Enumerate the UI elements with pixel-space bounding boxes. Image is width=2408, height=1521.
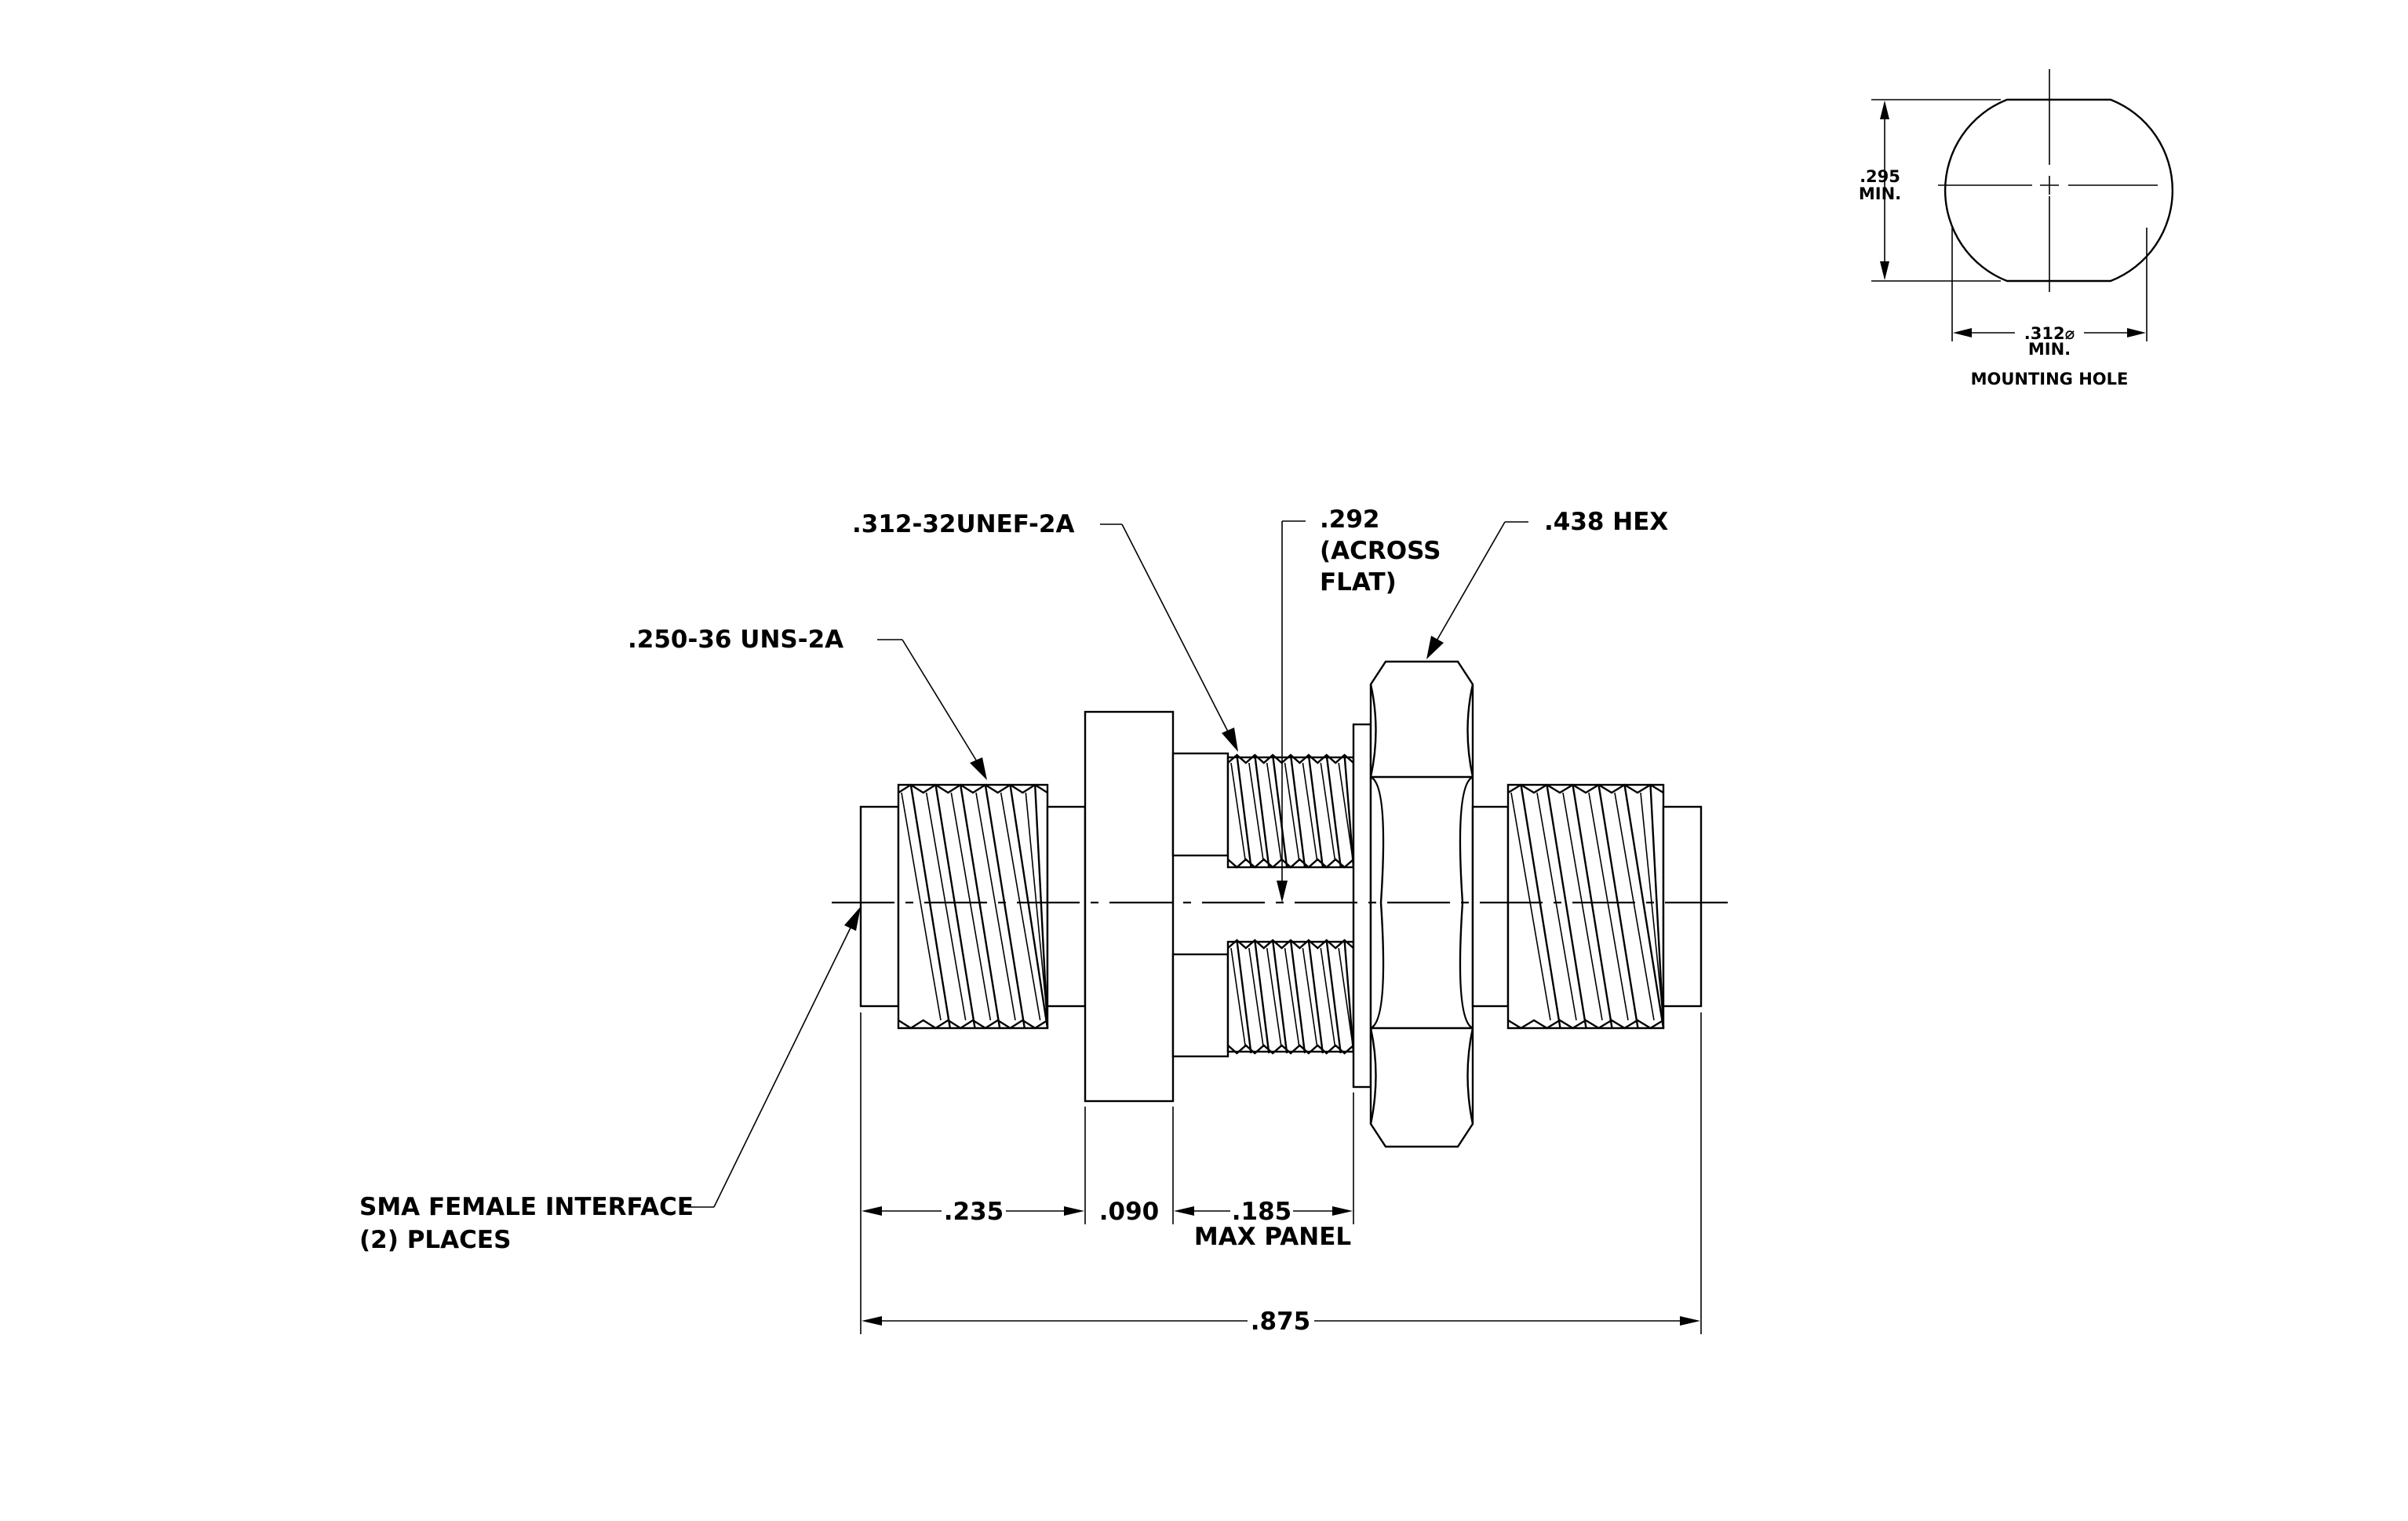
across-flat-label-1: .292 [1320,505,1380,534]
hole-dim-295: .295 [1860,167,1900,186]
dim-090: .090 [1099,1198,1160,1226]
left-end-cap [859,805,900,1008]
hex-nut [1369,660,1474,1148]
right-shoulder [1471,805,1510,1008]
dim-185: .185 [1232,1198,1292,1226]
neck-top [1171,752,1230,857]
dim-875: .875 [1251,1308,1311,1336]
dimensions: .235 .090 .185 MAX PANEL .875 [860,1012,1702,1336]
mounting-hole-detail: .295 MIN. .312⌀ MIN. MOUNTING HOLE [1859,69,2173,388]
hex-label: .438 HEX [1544,508,1668,536]
callouts: .250-36 UNS-2A .312-32UNEF-2A .292 (ACRO… [359,505,1668,1254]
mounting-hole-outline [1944,98,2173,283]
max-panel-label: MAX PANEL [1194,1223,1351,1251]
lock-washer [1352,723,1372,1089]
right-sma-thread [1506,783,1665,1030]
thread-250-label: .250-36 UNS-2A [628,626,843,654]
right-end-cap [1662,805,1703,1008]
panel-thread-bottom [1226,939,1355,1055]
hole-dim-312: .312⌀ [2024,324,2075,343]
hole-dim-min-bottom: MIN. [2028,340,2071,359]
neck-bottom [1171,953,1230,1058]
left-shoulder [1046,805,1087,1008]
sma-interface-label-1: SMA FEMALE INTERFACE [359,1193,694,1221]
flange [1084,710,1175,1103]
panel-thread-top [1226,753,1355,869]
thread-312-label: .312-32UNEF-2A [852,510,1074,538]
dim-235: .235 [944,1198,1004,1226]
across-flat-label-3: FLAT) [1320,568,1397,596]
across-flat-label-2: (ACROSS [1320,537,1441,565]
left-sma-thread [897,783,1049,1030]
connector-body [832,660,1734,1148]
mounting-hole-label: MOUNTING HOLE [1971,370,2129,388]
hole-dim-min-left: MIN. [1859,184,1901,203]
sma-interface-label-2: (2) PLACES [359,1226,511,1254]
